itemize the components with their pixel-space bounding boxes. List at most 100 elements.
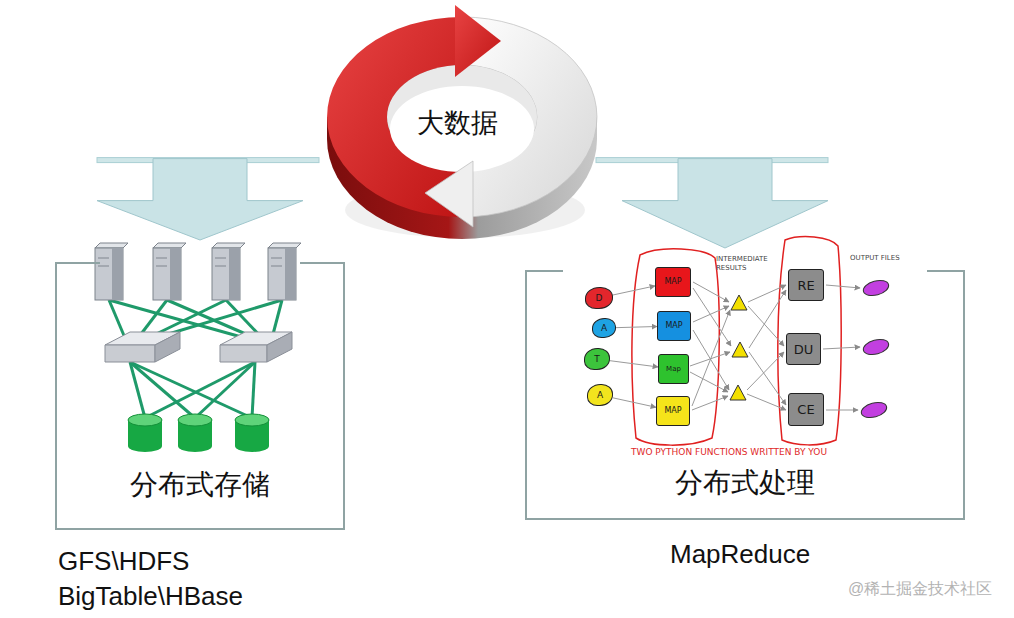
storage-panel: 分布式存储: [55, 262, 345, 530]
map-function: MAP: [655, 267, 691, 297]
network-wire: [195, 362, 255, 418]
reduce-function: CE: [788, 393, 824, 426]
big-data-ring: 大数据: [315, 5, 600, 245]
server-icon: [153, 243, 186, 300]
server-body: [268, 248, 296, 300]
server-top: [268, 243, 301, 248]
switch-icon: [220, 332, 292, 362]
sketch-arrow: [826, 410, 858, 411]
tech-name: MapReduce: [670, 539, 930, 569]
ring-label: 大数据: [315, 105, 600, 141]
server-body: [153, 248, 181, 300]
sketch-arrow: [749, 290, 786, 348]
switch-icon: [105, 332, 180, 362]
arrow-body: [97, 159, 303, 240]
input-blob: D: [585, 287, 613, 309]
sketch-arrow: [823, 347, 860, 349]
server-slot: [98, 258, 109, 259]
map-function: Map: [658, 354, 689, 384]
server-side: [229, 248, 240, 300]
input-blob: T: [584, 348, 610, 370]
block-arrow: [97, 158, 319, 240]
server-top: [95, 243, 128, 248]
function-label: DU: [794, 342, 814, 357]
block-arrow: [596, 158, 828, 248]
server-slot: [98, 266, 109, 267]
server-top: [153, 243, 186, 248]
network-wire: [109, 300, 125, 338]
server-slot: [156, 258, 167, 259]
panel-corner: [525, 270, 563, 272]
server-top: [212, 243, 245, 248]
panel-title: 分布式存储: [57, 468, 343, 502]
blob-letter: D: [596, 293, 603, 304]
disk-top: [178, 414, 212, 426]
function-label: MAP: [664, 406, 681, 416]
panel-corner: [55, 262, 100, 264]
server-slot: [271, 258, 282, 259]
output-file: [860, 400, 889, 420]
server-icon: [95, 243, 128, 300]
disk-top: [235, 414, 269, 426]
function-label: RE: [797, 278, 814, 293]
sketch-arrow: [826, 285, 860, 288]
network-wire: [145, 362, 255, 418]
server-slot: [271, 266, 282, 267]
sketch-arrow: [693, 330, 729, 390]
sketch-arrow: [693, 282, 729, 302]
switch-side: [267, 332, 292, 362]
disk-icon: [178, 414, 212, 452]
switch-front: [220, 345, 267, 362]
processing-panel: 分布式处理DATAMAPMAPMapMAPREDUCE: [525, 270, 965, 520]
disk-icon: [128, 414, 162, 452]
server-body: [95, 248, 123, 300]
tech-name: GFS\HDFS: [58, 546, 318, 576]
server-slot: [215, 258, 226, 259]
arrow-body: [622, 159, 828, 248]
map-function: MAP: [656, 396, 690, 426]
sketch-arrow: [693, 288, 731, 346]
panel-corner: [300, 262, 345, 264]
sketch-arrow: [747, 352, 784, 390]
flow-arrow: [613, 286, 655, 295]
switch-side: [155, 332, 180, 362]
blob-letter: A: [601, 323, 607, 334]
function-label: Map: [666, 365, 681, 374]
server-side: [170, 248, 181, 300]
sketch-arrow: [693, 306, 729, 322]
sketch-caption: TWO PYTHON FUNCTIONS WRITTEN BY YOU: [631, 446, 871, 458]
sketch-arrow: [692, 396, 728, 410]
flow-arrow: [610, 361, 658, 367]
function-label: CE: [797, 402, 814, 417]
panel-title: 分布式处理: [527, 466, 963, 500]
sketch-note: OUTPUT FILES: [850, 254, 930, 263]
map-function: MAP: [657, 311, 691, 341]
network-wire: [130, 362, 252, 418]
function-outline: [632, 249, 719, 445]
server-side: [112, 248, 123, 300]
flow-arrow: [616, 326, 657, 327]
function-label: MAP: [664, 277, 681, 287]
server-icon: [212, 243, 245, 300]
panel-corner: [927, 270, 965, 272]
sketch-note: INTERMEDIATE RESULTS: [716, 255, 780, 273]
sketch-arrow: [748, 306, 784, 346]
intermediate-result: [731, 295, 747, 310]
network-wire: [252, 362, 255, 418]
sketch-arrow: [747, 394, 786, 410]
tech-name: BigTable\HBase: [58, 581, 358, 611]
server-side: [285, 248, 296, 300]
flow-arrow: [613, 398, 656, 407]
function-label: MAP: [665, 321, 682, 331]
reduce-function: DU: [786, 333, 821, 365]
output-file: [862, 278, 891, 298]
input-blob: A: [587, 384, 613, 406]
output-file: [862, 337, 891, 357]
server-slot: [156, 266, 167, 267]
sketch-arrow: [690, 352, 730, 366]
intermediate-result: [732, 342, 748, 357]
sketch-arrows: [690, 282, 860, 410]
server-slot: [215, 266, 226, 267]
server-body: [212, 248, 240, 300]
function-outline: [778, 237, 841, 445]
